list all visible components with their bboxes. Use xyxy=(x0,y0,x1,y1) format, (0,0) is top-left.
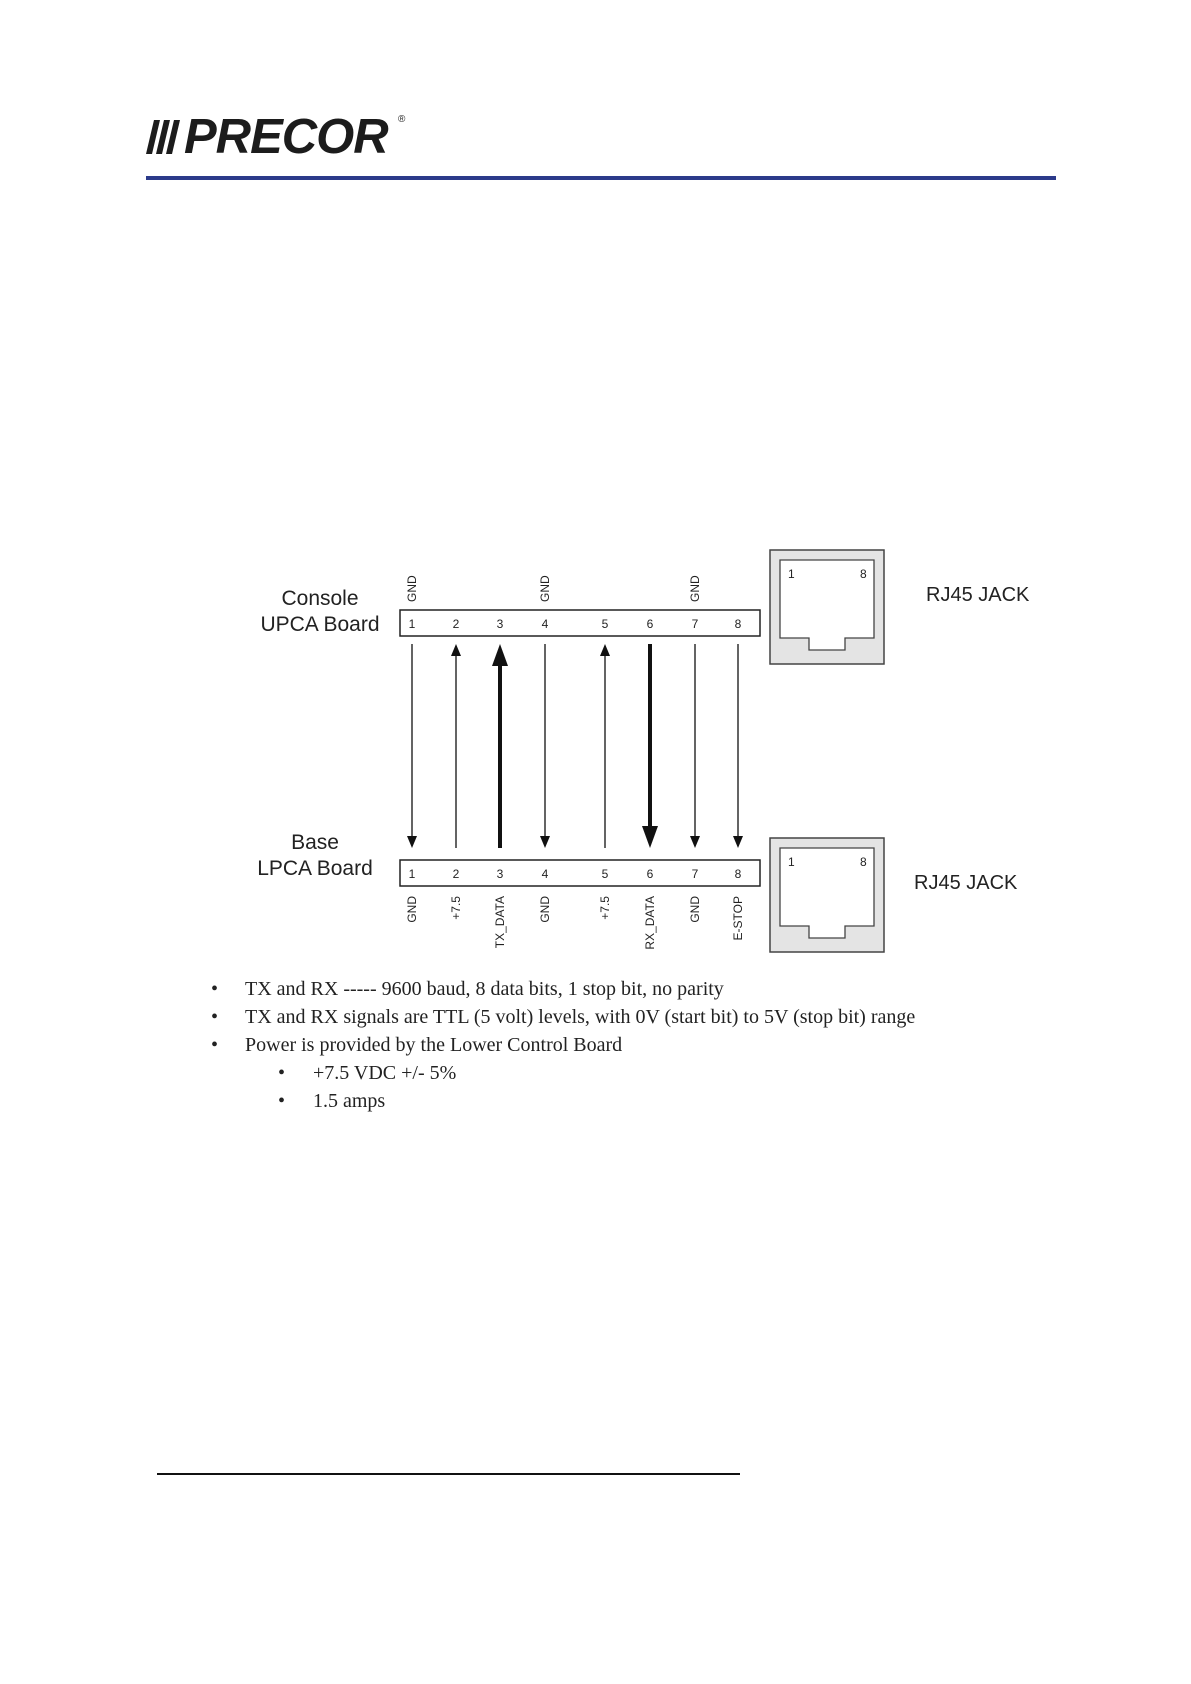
footnote-rule xyxy=(157,1473,740,1475)
pin-number: 8 xyxy=(735,617,742,631)
jack-pin-first: 1 xyxy=(788,855,795,869)
pin-number: 7 xyxy=(692,617,699,631)
signal-label: E-STOP xyxy=(731,896,745,940)
console-label-line1: Console xyxy=(281,587,359,610)
jack-pin-last: 8 xyxy=(860,567,867,581)
header-rule xyxy=(146,176,1056,180)
signal-label: +7.5 xyxy=(449,896,463,920)
signal-label: GND xyxy=(688,896,702,923)
rj45-socket xyxy=(779,847,875,939)
bullet-icon: • xyxy=(211,1006,219,1028)
jack-pin-first: 1 xyxy=(788,567,795,581)
base-label-line2: LPCA Board xyxy=(257,857,373,880)
connector-body xyxy=(399,859,761,887)
pin-number: 2 xyxy=(453,617,460,631)
logo-stripes-icon xyxy=(146,120,180,154)
signal-label: GND xyxy=(688,575,702,602)
note-text: TX and RX signals are TTL (5 volt) level… xyxy=(245,1006,916,1028)
pin-number: 4 xyxy=(542,867,549,881)
rj45-jack-bottom-label: RJ45 JACK xyxy=(914,872,1018,894)
arrow-up-icon xyxy=(492,644,508,666)
console-connector: 1 GND 2 3 4 GND 5 6 7 GND 8 xyxy=(399,575,761,637)
pin-number: 3 xyxy=(497,617,504,631)
list-item: • 1.5 amps xyxy=(205,1087,1065,1115)
signal-label: GND xyxy=(405,575,419,602)
base-board-label: Base LPCA Board xyxy=(220,830,410,882)
list-item: • TX and RX ----- 9600 baud, 8 data bits,… xyxy=(205,975,1065,1003)
list-item: • +7.5 VDC +/- 5% xyxy=(205,1059,1065,1087)
logo-wordmark: PRECOR xyxy=(184,110,389,164)
console-board-label: Console UPCA Board xyxy=(225,586,415,638)
note-text: TX and RX ----- 9600 baud, 8 data bits, … xyxy=(245,978,724,1000)
console-label-line2: UPCA Board xyxy=(260,613,380,636)
pin-number: 6 xyxy=(647,617,654,631)
bullet-icon: • xyxy=(278,1090,286,1112)
list-item: • TX and RX signals are TTL (5 volt) leve… xyxy=(205,1003,1065,1031)
jack-pin-last: 8 xyxy=(860,855,867,869)
arrow-up-icon xyxy=(451,644,461,656)
signal-wires xyxy=(407,644,743,848)
arrow-up-icon xyxy=(600,644,610,656)
arrow-down-icon xyxy=(642,826,658,848)
signal-label: TX_DATA xyxy=(493,896,507,948)
precor-logo: PRECOR ® xyxy=(146,112,416,162)
note-text: Power is provided by the Lower Control B… xyxy=(245,1034,623,1056)
power-sub-list: • +7.5 VDC +/- 5% • 1.5 amps xyxy=(205,1059,1065,1115)
signal-label: GND xyxy=(405,896,419,923)
pin-number: 1 xyxy=(409,867,416,881)
arrow-down-icon xyxy=(690,836,700,848)
pin-number: 5 xyxy=(602,617,609,631)
connector-body xyxy=(399,609,761,637)
specification-notes: • TX and RX ----- 9600 baud, 8 data bits,… xyxy=(205,975,1065,1115)
signal-label: GND xyxy=(538,896,552,923)
rj45-jack-top-label: RJ45 JACK xyxy=(926,584,1030,606)
arrow-down-icon xyxy=(733,836,743,848)
bullet-icon: • xyxy=(278,1062,286,1084)
rj45-socket xyxy=(779,559,875,651)
signal-label: RX_DATA xyxy=(643,896,657,950)
pin-number: 7 xyxy=(692,867,699,881)
pin-number: 5 xyxy=(602,867,609,881)
pin-number: 8 xyxy=(735,867,742,881)
registered-mark: ® xyxy=(398,114,406,125)
arrow-down-icon xyxy=(407,836,417,848)
note-text: 1.5 amps xyxy=(313,1090,386,1112)
notes-list: • TX and RX ----- 9600 baud, 8 data bits,… xyxy=(205,975,1065,1059)
pin-number: 4 xyxy=(542,617,549,631)
pin-number: 6 xyxy=(647,867,654,881)
bullet-icon: • xyxy=(211,978,219,1000)
arrow-down-icon xyxy=(540,836,550,848)
bullet-icon: • xyxy=(211,1034,219,1056)
signal-label: +7.5 xyxy=(598,896,612,920)
pin-number: 3 xyxy=(497,867,504,881)
base-label-line1: Base xyxy=(291,831,339,854)
pin-number: 2 xyxy=(453,867,460,881)
list-item: • Power is provided by the Lower Control … xyxy=(205,1031,1065,1059)
pin-number: 1 xyxy=(409,617,416,631)
signal-label: GND xyxy=(538,575,552,602)
note-text: +7.5 VDC +/- 5% xyxy=(313,1062,457,1084)
